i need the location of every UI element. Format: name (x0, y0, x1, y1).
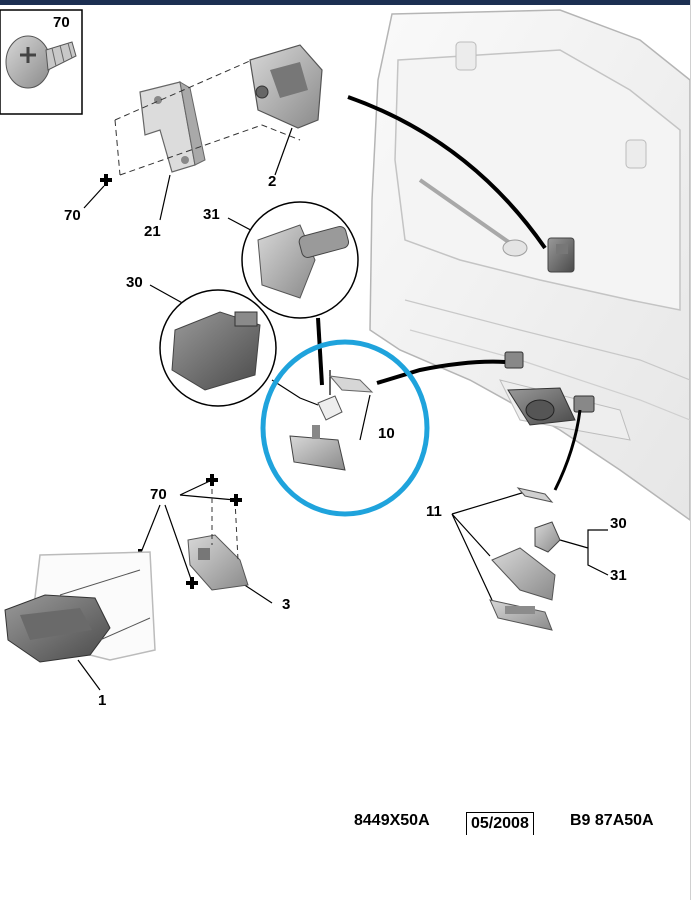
leader-to-handle-parts (553, 409, 582, 491)
part-10-switch (289, 375, 374, 471)
callout-30-right: 30 (610, 515, 627, 532)
callout-21: 21 (144, 223, 161, 240)
page-right-edge (690, 0, 699, 900)
detail-circle-31 (241, 201, 359, 386)
callout-11: 11 (426, 503, 442, 520)
callout-labels: 70 70 21 2 31 30 10 70 3 1 11 30 31 (53, 14, 627, 709)
leader-to-handle (376, 359, 506, 385)
part-3-bracket (187, 480, 249, 591)
leader-to-lock-motor (347, 95, 547, 250)
callout-70-inset: 70 (53, 14, 70, 31)
callout-30-top: 30 (126, 274, 143, 291)
callout-10: 10 (378, 425, 395, 442)
tailgate-door (369, 9, 690, 521)
highlight-ring (260, 339, 430, 517)
detail-circle-30 (159, 289, 319, 407)
door-lock-motor (547, 237, 575, 273)
callout-70-left: 70 (64, 207, 81, 224)
part-21-bracket (139, 81, 206, 173)
switch-30-31 (534, 521, 561, 553)
callout-31-right: 31 (610, 567, 627, 584)
part-1-handle (4, 551, 156, 663)
callout-70-mid: 70 (150, 486, 167, 503)
callout-1: 1 (98, 692, 106, 709)
header-bar (0, 0, 690, 5)
reference-code-left: 8449X50A (354, 812, 430, 829)
inset-screw (0, 9, 83, 115)
part-2-latch (249, 44, 323, 129)
door-handle-assembly (504, 351, 595, 426)
callout-31-top: 31 (203, 206, 220, 223)
reference-code-right: B9 87A50A (570, 812, 654, 829)
diagram-reference-footer: 8449X50A 05/2008 B9 87A50A (354, 810, 684, 835)
part-11-components (489, 487, 556, 631)
callout-2: 2 (268, 173, 276, 190)
screw-marker-left (100, 174, 112, 186)
callout-3: 3 (282, 596, 290, 613)
reference-date: 05/2008 (466, 812, 534, 835)
